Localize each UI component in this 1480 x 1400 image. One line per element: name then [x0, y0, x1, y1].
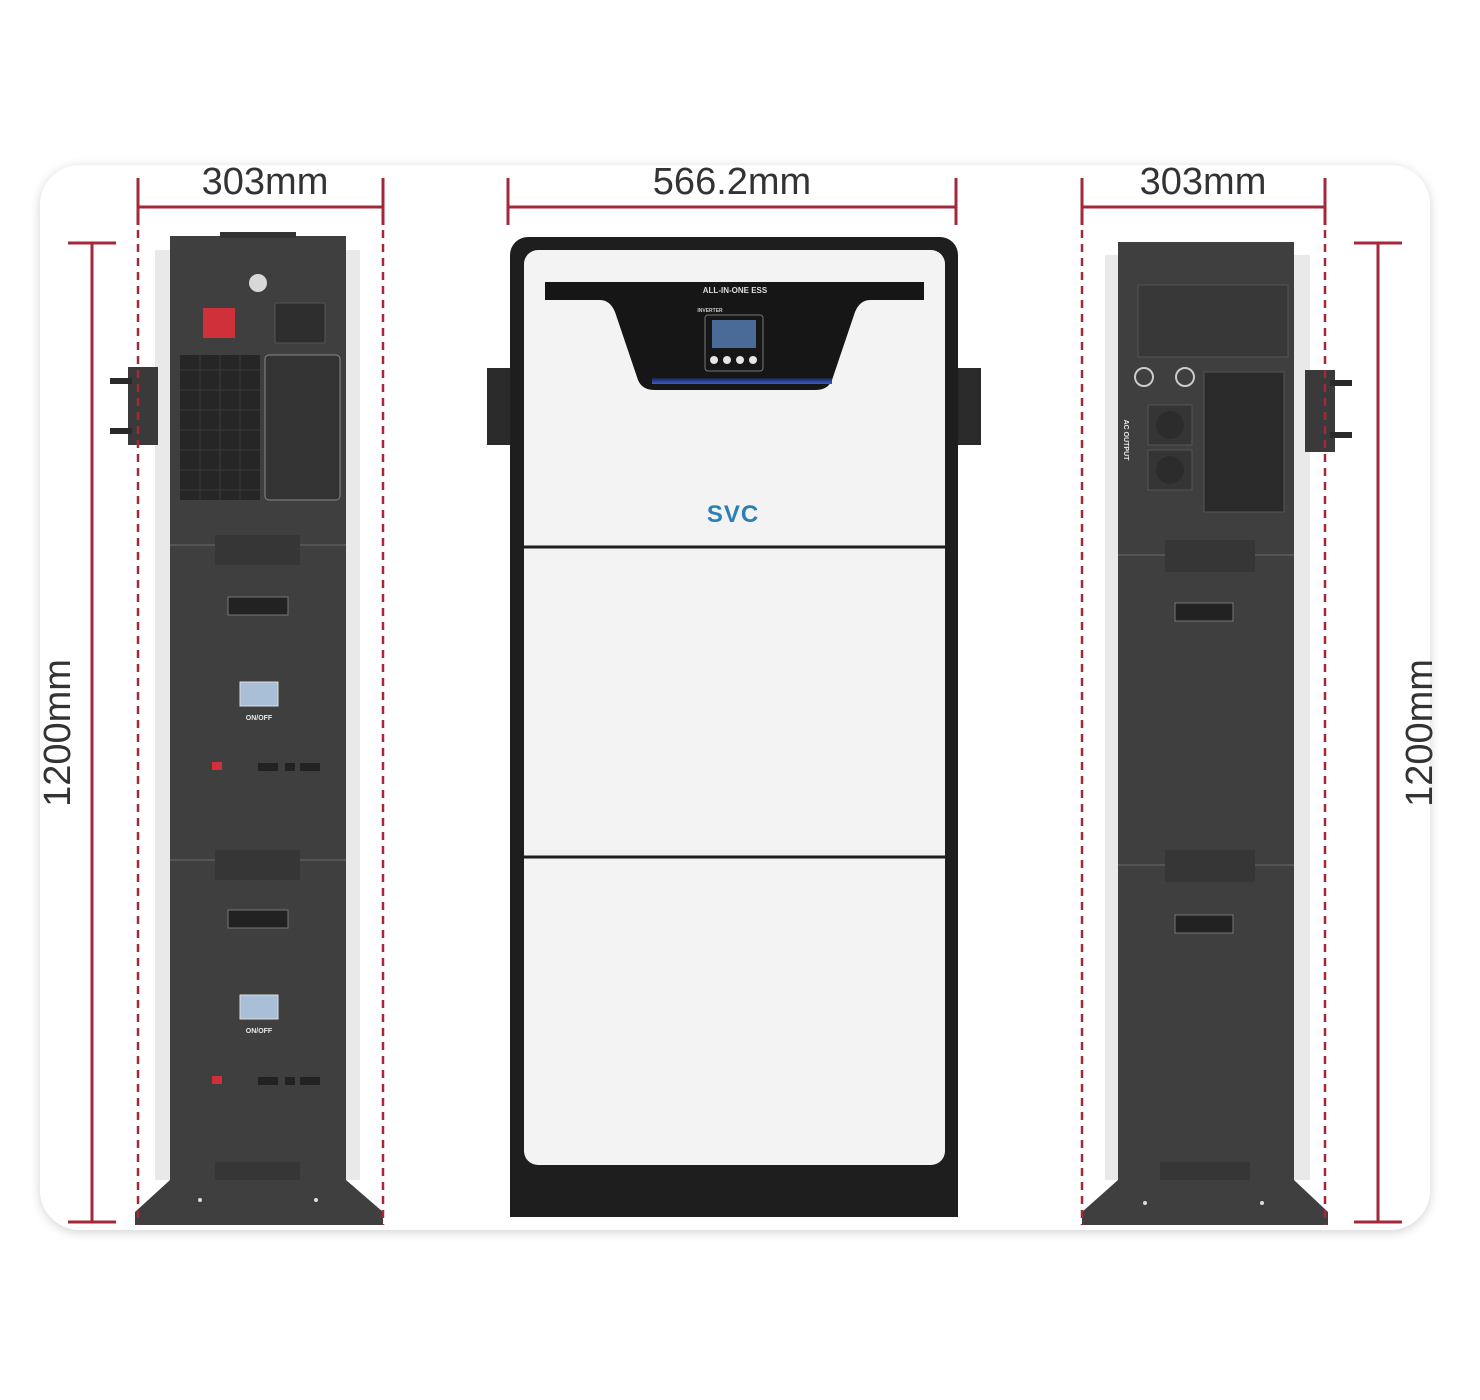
- power-switch-red: [203, 308, 235, 338]
- lcd-frame: [704, 314, 764, 372]
- left-width-label: 303mm: [202, 161, 329, 203]
- handle: [227, 909, 289, 929]
- lcd-screen: [712, 320, 756, 348]
- center-width-label: 566.2mm: [653, 161, 811, 203]
- terminal-block: [1137, 284, 1289, 358]
- left-height-label: 1200mm: [37, 659, 79, 807]
- vent-grille: [1203, 371, 1285, 513]
- inverter-label: INVERTER: [697, 308, 723, 314]
- right-side-view: AC OUTPUT: [1082, 242, 1352, 1225]
- handle: [1174, 602, 1234, 622]
- handle: [1174, 914, 1234, 934]
- indicator-light: [249, 274, 267, 292]
- status-light-bar: [652, 378, 832, 384]
- port-panel: [264, 354, 341, 501]
- dimension-lines: [68, 178, 1402, 1224]
- extension-dashed-lines: [136, 230, 1327, 1225]
- base-stand: [135, 1180, 383, 1225]
- front-view: ALL-IN-ONE ESS INVERTER SVC: [487, 237, 981, 1217]
- battery-switch-label: ON/OFF: [246, 1028, 273, 1035]
- battery-display: [239, 681, 279, 707]
- ac-output-label: AC OUTPUT: [1122, 420, 1129, 462]
- base-stand: [1082, 1180, 1328, 1225]
- panel-title: ALL-IN-ONE ESS: [703, 286, 768, 295]
- handle: [227, 596, 289, 616]
- brand-logo: SVC: [707, 501, 759, 528]
- right-height-label: 1200mm: [1399, 659, 1441, 807]
- wall-bracket: [128, 367, 158, 445]
- right-width-label: 303mm: [1140, 161, 1267, 203]
- battery-switch-label: ON/OFF: [246, 715, 273, 722]
- left-side-view: ON/OFF ON/OFF: [110, 232, 383, 1225]
- wall-bracket: [487, 368, 513, 445]
- battery-display: [239, 994, 279, 1020]
- wall-bracket: [955, 368, 981, 445]
- control-buttons: [710, 356, 757, 364]
- base-plinth: [510, 1165, 958, 1217]
